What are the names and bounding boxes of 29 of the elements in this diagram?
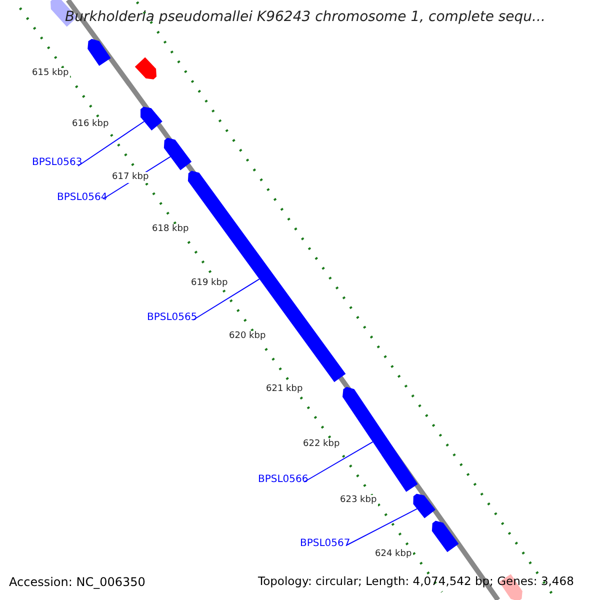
accession-text: Accession: NC_006350	[9, 576, 146, 588]
gene-label: BPSL0566	[258, 475, 308, 485]
title: Burkholderia pseudomallei K96243 chromosome 1, complete sequ...	[65, 10, 546, 24]
gene-label: BPSL0564	[57, 193, 108, 203]
summary-text: Topology: circular; Length: 4,074,542 bp; Genes: 3,468	[258, 576, 574, 588]
gene-feature	[140, 106, 162, 130]
gene-label: BPSL0563	[32, 158, 82, 168]
leader-line	[78, 121, 145, 166]
scale-label: 622 kbp	[302, 439, 341, 450]
scale-label: 624 kbp	[374, 549, 413, 560]
scale-label: 615 kbp	[31, 68, 70, 79]
gene-label: BPSL0567	[300, 539, 350, 549]
leader-line	[192, 278, 260, 320]
gene-feature	[432, 520, 459, 552]
leader-line	[346, 508, 418, 546]
gene-feature	[134, 57, 156, 80]
scale-label: 616 kbp	[71, 119, 110, 130]
leader-line	[304, 441, 374, 482]
scale-label: 619 kbp	[190, 278, 229, 289]
scale-label: 623 kbp	[339, 495, 378, 506]
gene-label: BPSL0565	[147, 313, 198, 323]
scale-label: 621 kbp	[265, 384, 304, 395]
gene-feature	[164, 138, 192, 170]
gene-feature	[413, 494, 436, 518]
gene-feature	[342, 386, 418, 492]
scale-label: 617 kbp	[111, 172, 150, 183]
gene-feature	[88, 38, 111, 66]
scale-label: 620 kbp	[228, 331, 267, 342]
scale-label: 618 kbp	[151, 224, 190, 235]
